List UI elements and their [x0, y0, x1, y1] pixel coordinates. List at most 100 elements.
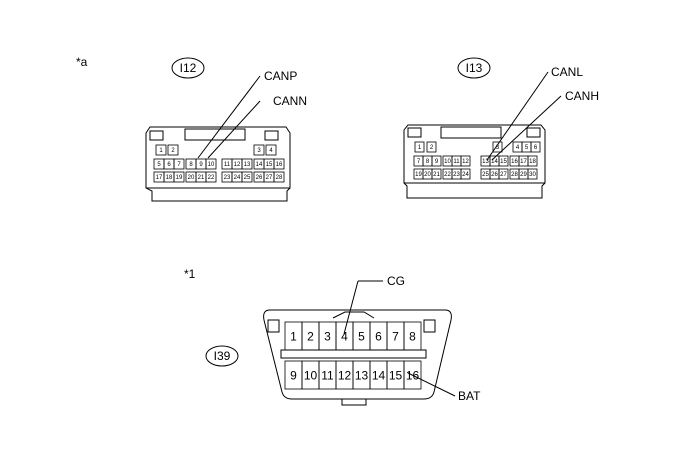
i12-pin-13-label: 13	[244, 162, 251, 168]
i12-pin-2: 2	[167, 144, 179, 156]
i39-pin-16-cell	[403, 360, 422, 390]
i12-pin-17-label: 17	[156, 175, 163, 181]
i12-canp-label: CANP	[264, 69, 297, 83]
i12-pin-28: 28	[273, 171, 285, 183]
i12-pin-1-cell	[155, 144, 167, 156]
i13-pin-2: 2	[426, 141, 437, 153]
i13-pin-27-label: 27	[500, 172, 507, 178]
i12-pin-20-label: 20	[188, 175, 195, 181]
i13-pin-19-label: 19	[415, 172, 422, 178]
i39-body	[263, 309, 452, 400]
i13-pin-28-label: 28	[511, 172, 518, 178]
i12-pin-15: 15	[263, 158, 275, 170]
i13-pin-24: 24	[460, 168, 471, 180]
i13-pin-29: 29	[518, 168, 529, 180]
i13-pin-10-label: 10	[444, 159, 451, 165]
i13-pin-1-cell	[414, 141, 425, 153]
i12-pin-26-label: 26	[256, 175, 263, 181]
i13-pin-11-label: 11	[453, 159, 460, 165]
i12-pin-14: 14	[253, 158, 265, 170]
i12-pin-13: 13	[241, 158, 253, 170]
i13-pin-8-label: 8	[426, 159, 430, 165]
i13-pin-30-label: 30	[529, 172, 536, 178]
i13-id-ellipse	[457, 57, 491, 79]
i13-pin-30: 30	[527, 168, 538, 180]
i13-pin-26: 26	[489, 168, 500, 180]
i12-pin-21: 21	[195, 171, 207, 183]
i13-pin-6-label: 6	[534, 145, 538, 151]
i39-pin-14: 14	[369, 360, 388, 390]
i13-latch	[440, 126, 502, 139]
i13-pin-13-label: 13	[482, 159, 489, 165]
i13-pin-12-cell	[460, 155, 471, 167]
i12-pin-28-label: 28	[276, 175, 283, 181]
i13-pin-3: 3	[492, 141, 503, 153]
i39-pin-12: 12	[335, 360, 354, 390]
i12-cann-label: CANN	[273, 94, 307, 108]
i12-pin-18-label: 18	[166, 175, 173, 181]
i39-pin-2-label: 2	[307, 330, 314, 344]
i12-pin-17: 17	[153, 171, 165, 183]
i39-pin-5-label: 5	[358, 330, 365, 344]
i12-pin-26: 26	[253, 171, 265, 183]
i12-pin-1-label: 1	[159, 148, 163, 154]
i39-pin-9: 9	[284, 360, 303, 390]
i12-pin-16-label: 16	[276, 162, 283, 168]
i39-pin-10-label: 10	[304, 369, 318, 383]
i13-pin-18: 18	[527, 155, 538, 167]
i13-pin-25-label: 25	[482, 172, 489, 178]
i12-pin-16-cell	[273, 158, 285, 170]
i12-latch	[184, 128, 246, 141]
i13-pin-6: 6	[530, 141, 541, 153]
i39-pin-13: 13	[352, 360, 371, 390]
i12-pin-13-cell	[241, 158, 253, 170]
i13-pin-20-label: 20	[424, 172, 431, 178]
i13-pin-23: 23	[451, 168, 462, 180]
i12-pin-11: 11	[221, 158, 233, 170]
i13-pin-8: 8	[422, 155, 433, 167]
i12-pin-21-label: 21	[198, 175, 205, 181]
i39-pin-4: 4	[335, 321, 354, 351]
i13-pin-15-label: 15	[500, 159, 507, 165]
i13-pin-22-label: 22	[444, 172, 451, 178]
i12-pin-22-cell	[205, 171, 217, 183]
i12-pin-2-label: 2	[171, 148, 175, 154]
i13-pin-14-label: 14	[491, 159, 498, 165]
i13-pin-5-label: 5	[525, 145, 529, 151]
i39-pin-11: 11	[318, 360, 337, 390]
i12-pin-1: 1	[155, 144, 167, 156]
i12-pin-20: 20	[185, 171, 197, 183]
i13-guide-right	[526, 127, 541, 138]
i13-pin-18-label: 18	[529, 159, 536, 165]
i12-pin-5: 5	[153, 158, 165, 170]
note-1: *1	[184, 267, 196, 281]
i12-pin-22: 22	[205, 171, 217, 183]
i13-pin-18-cell	[527, 155, 538, 167]
i12-pin-7: 7	[173, 158, 185, 170]
i12-pin-4: 4	[265, 144, 277, 156]
i12-pin-25-label: 25	[244, 175, 251, 181]
i12-pin-9-label: 9	[199, 162, 203, 168]
i13-pin-15-cell	[498, 155, 509, 167]
i12-pin-28-cell	[273, 171, 285, 183]
i13-pin-22: 22	[442, 168, 453, 180]
i12-pin-7-cell	[173, 158, 185, 170]
i13-pin-27: 27	[498, 168, 509, 180]
i39-pin-8-label: 8	[409, 330, 416, 344]
i12-pin-24: 24	[231, 171, 243, 183]
i13-pin-23-label: 23	[453, 172, 460, 178]
i12-id-label: I12	[180, 61, 197, 75]
i13-pin-17: 17	[518, 155, 529, 167]
i13-pin-26-label: 26	[491, 172, 498, 178]
i12-pin-22-label: 22	[208, 175, 215, 181]
i39-id-label: I39	[214, 349, 231, 363]
i12-pin-23-label: 23	[224, 175, 231, 181]
i12-pin-16: 16	[273, 158, 285, 170]
i13-pin-28: 28	[509, 168, 520, 180]
i12-guide-right	[264, 130, 279, 141]
i13-pin-16: 16	[509, 155, 520, 167]
i12-pin-11-label: 11	[224, 162, 231, 168]
